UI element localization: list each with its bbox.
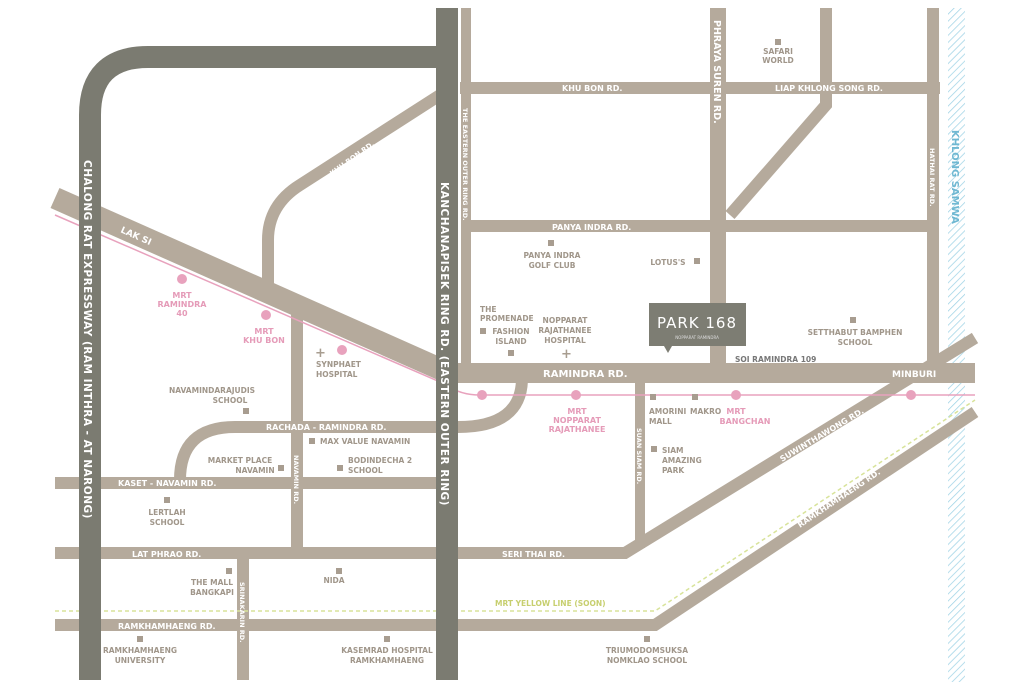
poi-marker: [775, 39, 781, 45]
poi-marker: [850, 317, 856, 323]
khlong-label: KHLONG SAMWA: [949, 130, 960, 224]
poi-marker: [337, 465, 343, 471]
road-ramindra-curve: [457, 377, 528, 433]
lat-phrao-label: LAT PHRAO RD.: [132, 550, 201, 559]
poi-marker: [650, 394, 656, 400]
chalong-label: CHALONG RAT EXPRESSWAY (RAM INTHRA - AT …: [81, 160, 93, 519]
ramkhamhaeng-label: RAMKHAMHAENG RD.: [118, 622, 216, 631]
soi-ramindra-label: SOI RAMINDRA 109: [735, 355, 816, 364]
suwinthawong-label: SUWINTHAWONG RD.: [778, 406, 865, 463]
kanchanapisek-label: KANCHANAPISEK RING RD. (EASTERN OUTER RI…: [438, 182, 450, 506]
seri-thai-label: SERI THAI RD.: [502, 550, 565, 559]
mrt-station-bangchan: [731, 390, 741, 400]
project-name: PARK 168: [657, 314, 737, 332]
hathai-rat-label: HATHAI RAT RD.: [928, 148, 936, 207]
place-nida: NIDA: [323, 576, 344, 585]
poi-marker: [164, 497, 170, 503]
khu-bon-label: KHU BON RD.: [562, 84, 622, 93]
road-chalong-rat-expressway: [79, 46, 447, 680]
ramindra-label: RAMINDRA RD.: [543, 369, 628, 380]
project-subtitle: NOPPARAT RAMINDRA: [675, 335, 719, 340]
ramkhamhaeng-diag-label: RAMKHAMHAENG RD.: [796, 468, 882, 530]
poi-marker: [644, 636, 650, 642]
srinakarin-label: SRINAKARIN RD.: [238, 582, 246, 643]
rachada-label: RACHADA - RAMINDRA RD.: [266, 423, 386, 432]
mrt-station-nopparat: [571, 390, 581, 400]
road-connector-diag: [725, 8, 832, 219]
mrt-yellow-line: [55, 399, 976, 612]
road-khu-bon-diag: [262, 89, 444, 285]
yellow-line-label: MRT YELLOW LINE (SOON): [495, 599, 606, 608]
hospital-icon: +: [315, 346, 326, 361]
place-makro: MAKRO: [690, 407, 721, 416]
poi-marker: [548, 240, 554, 246]
place-max-value: MAX VALUE NAVAMIN: [320, 437, 410, 446]
poi-marker: [226, 568, 232, 574]
place-lotus: LOTUS'S: [650, 258, 685, 267]
poi-marker: [508, 350, 514, 356]
liap-label: LIAP KHLONG SONG RD.: [775, 84, 883, 93]
mrt-station-ramindra40: [177, 274, 187, 284]
project-marker[interactable]: PARK 168 NOPPARAT RAMINDRA: [649, 303, 746, 353]
kaset-label: KASET - NAVAMIN RD.: [118, 479, 216, 488]
mrt-station: [477, 390, 487, 400]
poi-marker: [692, 394, 698, 400]
phraya-suren-label: PHRAYA SUREN RD.: [711, 20, 722, 124]
suan-siam-label: SUAN SIAM RD.: [635, 428, 643, 484]
road-ramkhamhaeng: [55, 407, 979, 631]
hospital-icon: +: [561, 347, 572, 362]
navamin-label: NAVAMIN RD.: [292, 455, 300, 504]
poi-marker: [480, 328, 486, 334]
mrt-station-khubon: [261, 310, 271, 320]
eastern-outer-label: THE EASTERN OUTER RING RD.: [461, 108, 469, 221]
poi-marker: [336, 568, 342, 574]
poi-marker: [278, 465, 284, 471]
poi-marker: [694, 258, 700, 264]
poi-marker: [384, 636, 390, 642]
mrt-station: [906, 390, 916, 400]
poi-marker: [651, 446, 657, 452]
minburi-label: MINBURI: [892, 370, 936, 380]
poi-marker: [243, 408, 249, 414]
mrt-station-synphaet: [337, 345, 347, 355]
road-rachada-ramindra: [174, 421, 447, 481]
poi-marker: [137, 636, 143, 642]
panya-indra-label: PANYA INDRA RD.: [552, 223, 631, 232]
road-lak-si: [50, 187, 452, 383]
poi-marker: [309, 438, 315, 444]
